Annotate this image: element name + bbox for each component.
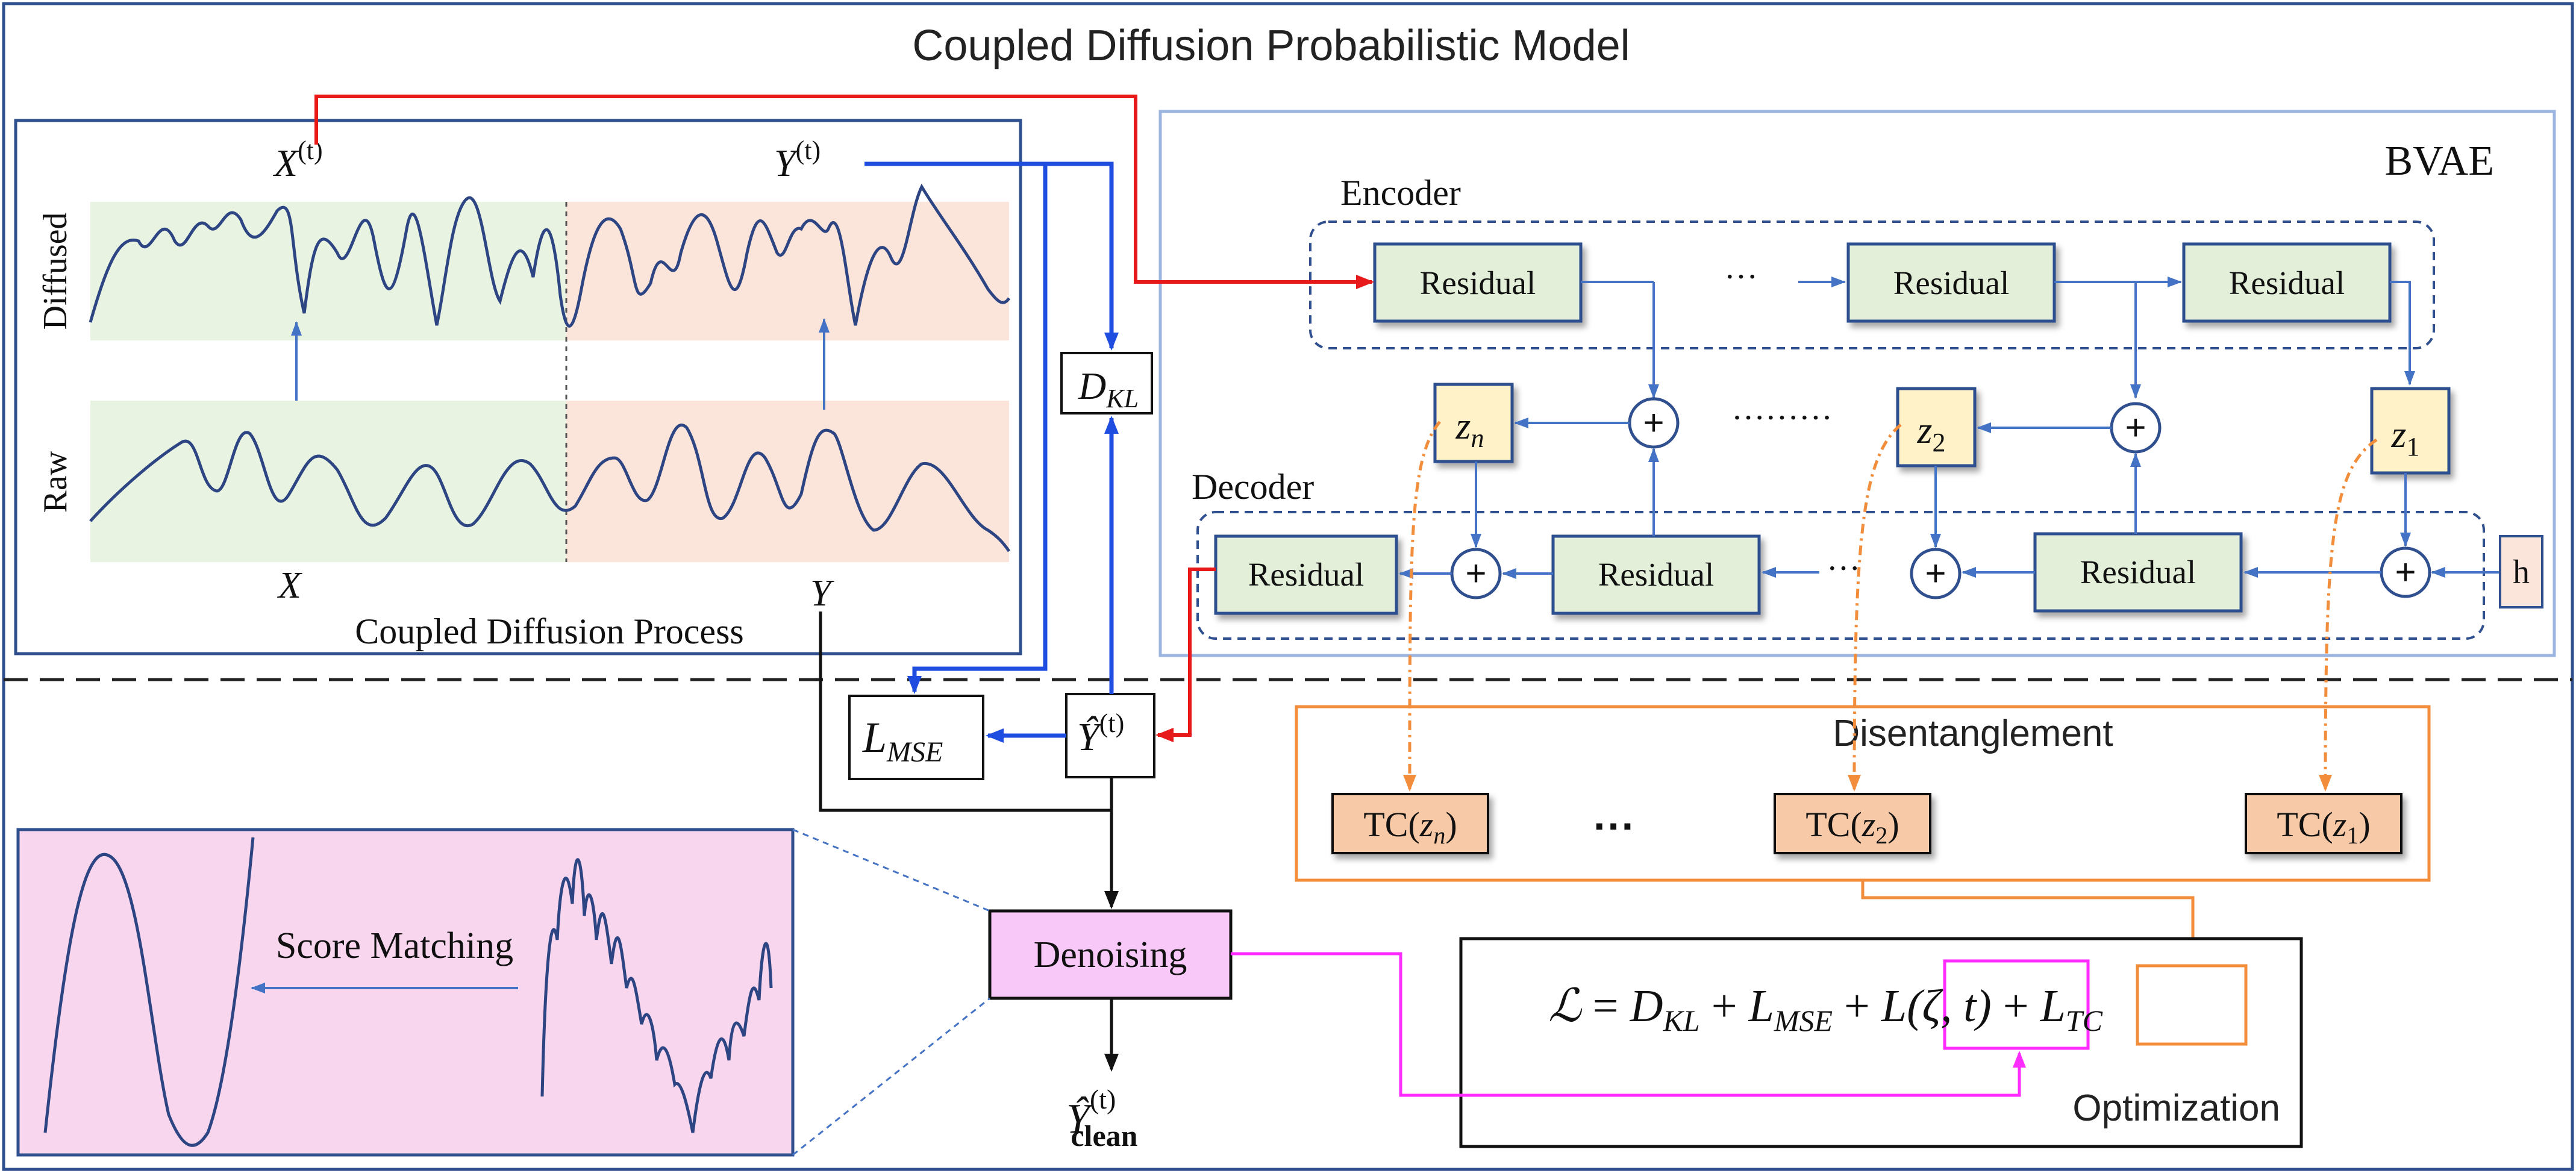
decoder-label: Decoder bbox=[1192, 467, 1314, 507]
objective-equation: ℒ = DKL + LMSE + L(ζ, t) + LTC bbox=[1548, 981, 2103, 1037]
encoder-residual-2 bbox=[1846, 242, 2056, 323]
score-matching-panel: Score Matching bbox=[16, 828, 990, 1157]
plus-symbol: + bbox=[1643, 402, 1664, 443]
plus-node bbox=[1910, 548, 1962, 599]
panel-caption: Coupled Diffusion Process bbox=[355, 612, 744, 651]
bvae-panel: BVAE Encoder Residual Residual Residual … bbox=[1158, 110, 2556, 657]
tc-z2-label: TC(z2) bbox=[1805, 805, 1899, 849]
decoder-residual-2 bbox=[1551, 534, 1761, 615]
encoder-ellipsis: ··· bbox=[1724, 258, 1758, 296]
tc-z1-label: TC(z1) bbox=[2277, 805, 2370, 849]
tc-zn-label: TC(zn) bbox=[1363, 805, 1457, 849]
h-label: h bbox=[2513, 554, 2530, 591]
encoder-group bbox=[1309, 221, 2435, 349]
lmse-label: LMSE bbox=[862, 713, 943, 768]
denoising-label: Denoising bbox=[1034, 934, 1187, 975]
plus-symbol: + bbox=[2125, 407, 2146, 448]
disentanglement-panel: Disentanglement TC(zn) TC(z2) TC(z1) ··· bbox=[1295, 705, 2431, 882]
row-label-raw: Raw bbox=[37, 451, 74, 513]
noisy-wave bbox=[540, 858, 773, 1133]
tc-ellipsis: ··· bbox=[1593, 802, 1636, 849]
raw-wave bbox=[89, 424, 1011, 552]
h-box bbox=[2499, 535, 2543, 608]
decoder-group bbox=[1196, 511, 2485, 640]
middle-ellipsis: ········· bbox=[1731, 399, 1833, 437]
decoder-ellipsis: ··· bbox=[1827, 550, 1860, 587]
dkl-box bbox=[1060, 352, 1153, 414]
encoder-residual-1 bbox=[1373, 242, 1583, 323]
row-label-diffused: Diffused bbox=[37, 213, 74, 330]
optimization-label: Optimization bbox=[2072, 1087, 2280, 1129]
l-zeta-highlight bbox=[1943, 959, 2090, 1050]
z-n-box bbox=[1433, 383, 1514, 463]
clean-sine-wave bbox=[43, 837, 255, 1147]
z-1-box bbox=[2370, 387, 2451, 475]
dkl-label: DKL bbox=[1078, 364, 1139, 413]
x-label: X bbox=[277, 565, 302, 606]
disentanglement-label: Disentanglement bbox=[1833, 713, 2113, 754]
denoising-box bbox=[988, 909, 1233, 1000]
plus-symbol: + bbox=[1465, 553, 1486, 593]
encoder-label: Encoder bbox=[1340, 173, 1461, 213]
tc-z1-box bbox=[2245, 793, 2402, 854]
score-matching-label: Score Matching bbox=[276, 925, 513, 966]
residual-label: Residual bbox=[2080, 554, 2196, 590]
bvae-label: BVAE bbox=[2384, 138, 2494, 184]
optimization-panel: ℒ = DKL + LMSE + L(ζ, t) + LTC Optimizat… bbox=[1459, 937, 2303, 1148]
diffused-wave bbox=[89, 183, 1011, 328]
residual-label: Residual bbox=[1420, 264, 1536, 301]
tc-zn-box bbox=[1331, 793, 1489, 854]
z-2-box bbox=[1896, 387, 1977, 468]
residual-label: Residual bbox=[1248, 556, 1364, 593]
yhat-clean-label: Ŷ(t)clean bbox=[1066, 1084, 1138, 1153]
yhat-label: Ŷ(t) bbox=[1077, 708, 1124, 759]
y-t-label: Y(t) bbox=[774, 136, 821, 184]
residual-label: Residual bbox=[1893, 264, 2009, 301]
lmse-box bbox=[848, 695, 984, 780]
coupled-diffusion-panel: Diffused Raw X(t) Y(t) X Y Coupled Diffu… bbox=[14, 119, 1022, 655]
plus-symbol: + bbox=[2395, 552, 2416, 592]
x-t-label: X(t) bbox=[272, 136, 323, 184]
y-label: Y bbox=[810, 573, 834, 614]
tc-z2-box bbox=[1774, 793, 1931, 854]
decoder-residual-1 bbox=[1214, 534, 1398, 615]
l-tc-highlight bbox=[2136, 964, 2248, 1046]
z-2-label: z2 bbox=[1917, 408, 1946, 457]
plus-symbol: + bbox=[1925, 553, 1946, 593]
residual-label: Residual bbox=[2229, 264, 2345, 301]
residual-label: Residual bbox=[1598, 556, 1714, 593]
diagram-title: Coupled Diffusion Probabilistic Model bbox=[912, 22, 1630, 70]
z-n-label: zn bbox=[1455, 404, 1484, 453]
encoder-residual-3 bbox=[2182, 242, 2392, 323]
z-1-label: z1 bbox=[2391, 413, 2420, 461]
